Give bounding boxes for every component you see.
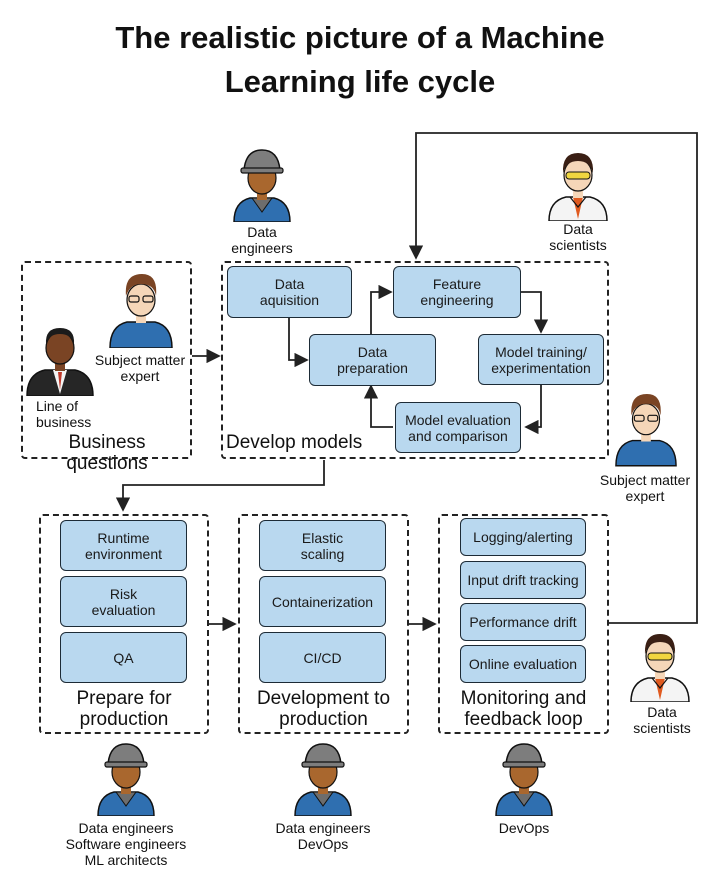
data-engineer-icon [97, 743, 155, 816]
label-subject-matter-expert-left: Subject matter expert [94, 352, 186, 384]
diagram-title-line-1: The realistic picture of a Machine [115, 20, 605, 55]
diagram-title-line-2: Learning life cycle [224, 64, 496, 99]
line-of-business-icon [26, 328, 94, 396]
box-runtime-environment: Runtime environment [60, 520, 187, 571]
label-deploy-team: Data engineers DevOps [275, 820, 371, 852]
develop-models-frame [221, 261, 609, 459]
data-scientist-icon [630, 634, 690, 702]
label-data-engineers-top: Data engineers [231, 224, 293, 256]
section-develop-models: Develop models [226, 432, 363, 453]
subject-matter-expert-icon [615, 394, 677, 467]
label-subject-matter-expert-right: Subject matter expert [599, 472, 691, 504]
section-monitoring-feedback-loop: Monitoring and feedback loop [460, 688, 587, 730]
box-model-training: Model training/ experimentation [478, 334, 604, 385]
label-data-scientists-right: Data scientists [633, 704, 691, 736]
section-development-to-production: Development to production [256, 688, 391, 730]
box-qa: QA [60, 632, 187, 683]
subject-matter-expert-icon [109, 274, 173, 348]
section-prepare-for-production: Prepare for production [76, 688, 172, 730]
section-business-questions: Business questions [66, 432, 148, 474]
box-risk-evaluation: Risk evaluation [60, 576, 187, 627]
box-online-evaluation: Online evaluation [460, 645, 586, 683]
development-to-production-frame [238, 514, 409, 734]
label-line-of-business: Line of business [36, 398, 92, 430]
data-engineer-icon [233, 149, 291, 222]
box-elastic-scaling: Elastic scaling [259, 520, 386, 571]
prepare-for-production-frame [39, 514, 209, 734]
label-data-scientists-top: Data scientists [549, 221, 607, 253]
box-input-drift-tracking: Input drift tracking [460, 561, 586, 599]
box-performance-drift: Performance drift [460, 603, 586, 641]
devops-icon [495, 743, 553, 816]
box-logging-alerting: Logging/alerting [460, 518, 586, 556]
monitoring-feedback-frame [438, 514, 609, 734]
box-containerization: Containerization [259, 576, 386, 627]
business-questions-frame [21, 261, 192, 459]
box-model-evaluation: Model evaluation and comparison [395, 402, 521, 453]
box-data-aquisition: Data aquisition [227, 266, 352, 318]
box-feature-engineering: Feature engineering [393, 266, 521, 318]
label-monitor-team: DevOps [498, 820, 550, 836]
data-scientist-icon [548, 153, 608, 221]
box-ci-cd: CI/CD [259, 632, 386, 683]
data-engineer-icon [294, 743, 352, 816]
box-data-preparation: Data preparation [309, 334, 436, 386]
label-prepare-team: Data engineers Software engineers ML arc… [65, 820, 187, 868]
